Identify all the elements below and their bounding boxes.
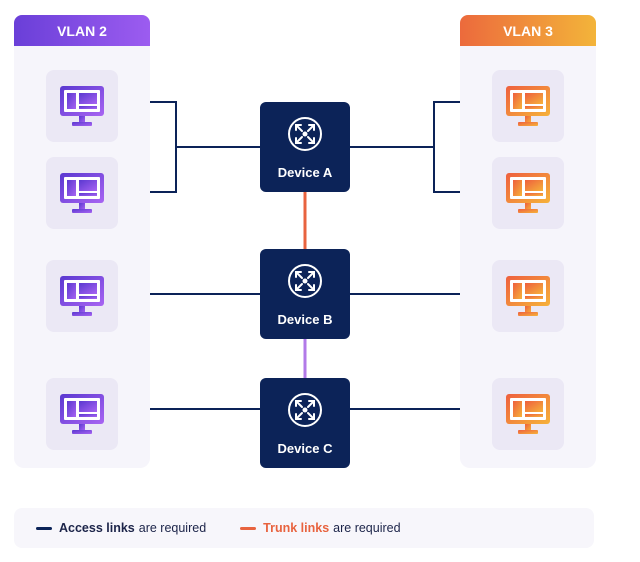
router-arrows-icon (288, 117, 322, 151)
vlan-3-computer (492, 70, 564, 142)
vlan-2-header: VLAN 2 (14, 15, 150, 46)
vlan-2-computer (46, 378, 118, 450)
legend: Access links are required Trunk links ar… (14, 508, 594, 548)
device-a: Device A (260, 102, 350, 192)
device-b: Device B (260, 249, 350, 339)
vlan-3-header: VLAN 3 (460, 15, 596, 46)
computer-monitor-icon (506, 173, 550, 213)
legend-trunk: Trunk links are required (240, 521, 401, 535)
router-arrows-icon (288, 264, 322, 298)
device-a-label: Device A (277, 165, 333, 180)
legend-access: Access links are required (36, 521, 206, 535)
vlan-3-computer (492, 157, 564, 229)
computer-monitor-icon (60, 86, 104, 126)
computer-monitor-icon (60, 173, 104, 213)
computer-monitor-icon (506, 276, 550, 316)
router-arrows-icon (288, 393, 322, 427)
computer-monitor-icon (60, 276, 104, 316)
legend-access-rest: are required (138, 521, 207, 535)
computer-monitor-icon (60, 394, 104, 434)
vlan-2-computer (46, 157, 118, 229)
device-b-label: Device B (277, 312, 333, 327)
vlan-3-computer (492, 378, 564, 450)
legend-access-strong: Access links (59, 521, 135, 535)
legend-trunk-strong: Trunk links (263, 521, 330, 535)
device-c: Device C (260, 378, 350, 468)
computer-monitor-icon (506, 394, 550, 434)
vlan-3-computer (492, 260, 564, 332)
legend-trunk-rest: are required (333, 521, 401, 535)
computer-monitor-icon (506, 86, 550, 126)
vlan-2-computer (46, 70, 118, 142)
access-line-swatch (36, 526, 52, 530)
device-c-label: Device C (277, 441, 333, 456)
vlan-2-computer (46, 260, 118, 332)
trunk-line-swatch (240, 526, 257, 530)
